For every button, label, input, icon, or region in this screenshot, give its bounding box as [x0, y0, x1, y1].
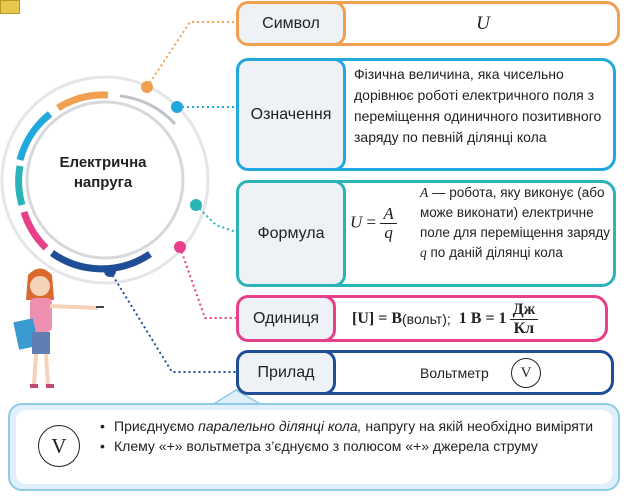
dot-meaning: [171, 101, 183, 113]
formula-denominator: q: [384, 223, 393, 242]
info-bullet-1-part1: Приєднуємо: [114, 418, 199, 434]
arc-unit: [20, 210, 49, 251]
unit-name: (вольт);: [402, 311, 451, 327]
arc-meaning: [16, 111, 53, 161]
inner-ring: [25, 100, 185, 260]
label-meaning: Означення: [236, 58, 346, 171]
concept-title-line1: Електрична: [59, 154, 147, 171]
meaning-text: Фізична величина, яка чисельно дорівнює …: [354, 66, 602, 145]
device-value: Вольтметр: [420, 364, 489, 381]
arc-grey: [119, 94, 177, 126]
formula-description: A — робота, яку виконує (або може викона…: [420, 183, 610, 263]
connector-unit: [179, 246, 236, 319]
arc-symbol: [56, 91, 109, 112]
concept-title: Електрична напруга: [48, 153, 158, 193]
info-bullet-1-part2: напругу на якій необхідно виміряти: [361, 418, 594, 434]
formula-numerator: A: [380, 205, 397, 224]
formula-fraction: A q: [380, 205, 397, 242]
unit-numerator: Дж: [509, 301, 539, 320]
unit-rhs-prefix: 1 В = 1: [458, 310, 507, 327]
dot-device: [104, 265, 116, 277]
formula-desc-text-2: по даній ділянці кола: [426, 245, 563, 260]
formula-desc-var2: q: [420, 245, 427, 260]
arc-formula: [15, 165, 26, 206]
voltmeter-icon: V: [511, 358, 541, 388]
formula-eq: =: [366, 212, 377, 232]
voltmeter-symbol-icon: V: [38, 425, 80, 467]
dot-unit: [174, 241, 186, 253]
formula-lhs: U: [350, 212, 363, 232]
arc-device: [49, 250, 152, 273]
symbol-value: U: [476, 12, 490, 34]
label-unit: Одиниця: [236, 295, 336, 342]
unit-lhs: [U] = В: [352, 310, 402, 327]
formula-desc-text-1: — робота, яку виконує (або може виконати…: [420, 185, 611, 240]
formula-desc-var: A: [420, 185, 429, 200]
connector-symbol: [146, 21, 236, 88]
label-symbol: Символ: [236, 1, 346, 46]
unit-denominator: Кл: [513, 319, 535, 337]
dot-formula: [190, 199, 202, 211]
info-bullet-2: Клему «+» вольтметра з’єднуємо з полюсом…: [100, 436, 605, 456]
label-device: Прилад: [236, 350, 336, 395]
unit-fraction: Дж Кл: [509, 301, 539, 338]
corner-tab: [0, 0, 20, 14]
formula-expression: U = A q: [350, 205, 420, 255]
dot-symbol: [141, 81, 153, 93]
info-bullet-1-italic: паралельно ділянці кола,: [198, 418, 362, 434]
teacher-illustration: [13, 268, 104, 388]
concept-title-line2: напруга: [73, 174, 133, 191]
label-formula: Формула: [236, 180, 346, 287]
unit-expression: [U] = В (вольт); 1 В = 1 Дж Кл: [352, 297, 602, 341]
info-bullet-1: Приєднуємо паралельно ділянці кола, напр…: [100, 416, 605, 436]
outer-ring: [0, 75, 210, 285]
connector-device: [109, 270, 236, 373]
info-list: Приєднуємо паралельно ділянці кола, напр…: [100, 416, 605, 456]
